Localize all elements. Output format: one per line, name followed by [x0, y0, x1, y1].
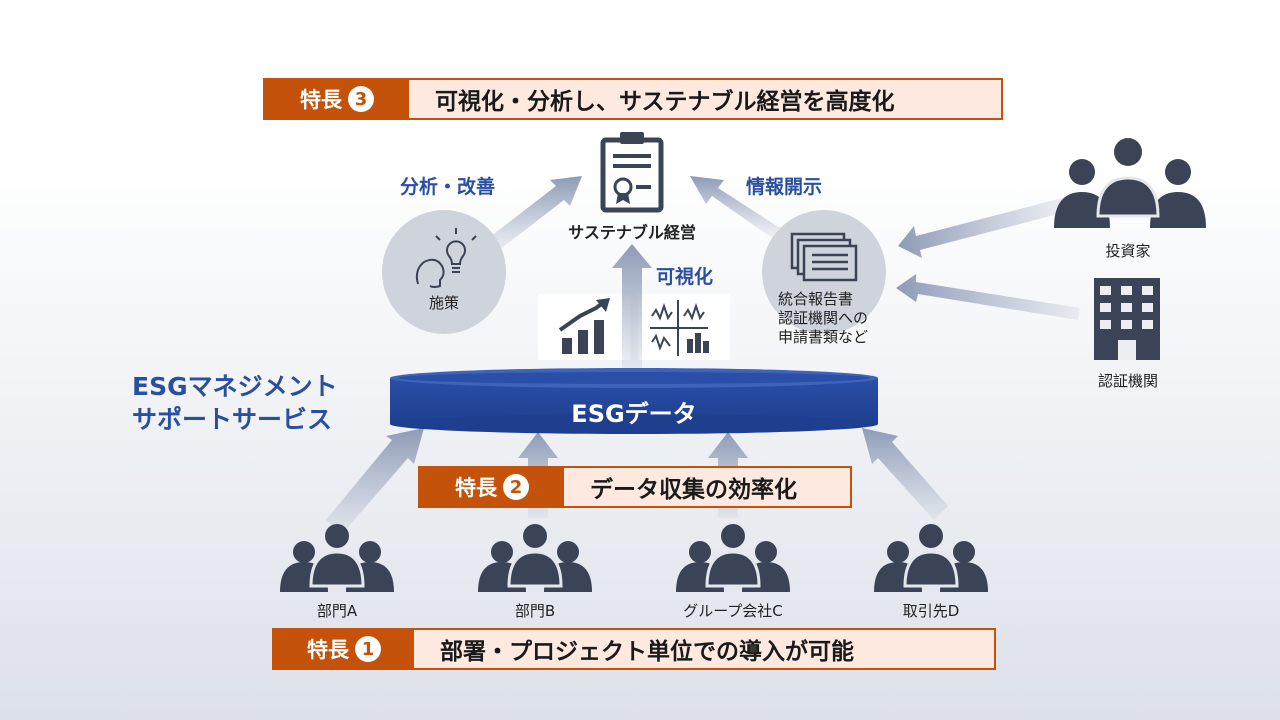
feature-3-number: 3 [348, 86, 374, 112]
clipboard-certificate-icon [600, 132, 664, 213]
service-name: ESGマネジメント サポートサービス [132, 370, 338, 436]
arrow-certifier [896, 274, 1080, 320]
source-label-c: グループ会社C [683, 602, 783, 620]
arrow-disclosure [690, 176, 780, 238]
feature-3-tag: 特長 3 [265, 80, 409, 118]
feature-1-banner: 特長 1 部署・プロジェクト単位での導入が可能 [272, 628, 996, 670]
feature-2-text: データ収集の効率化 [590, 477, 797, 503]
feature-1-tag-label: 特長 [307, 638, 349, 662]
arrow-source-a [326, 428, 424, 534]
measure-label: 施策 [428, 294, 459, 312]
feature-3-tag-label: 特長 [300, 88, 342, 112]
group-icon-d [874, 524, 988, 592]
report-line-2: 認証機関への [778, 309, 869, 327]
feature-1-number: 1 [355, 636, 381, 662]
group-icon-b [478, 524, 592, 592]
feature-1-text: 部署・プロジェクト単位での導入が可能 [440, 639, 854, 665]
feature-3-banner: 特長 3 可視化・分析し、サステナブル経営を高度化 [263, 78, 1003, 120]
source-label-d: 取引先D [902, 602, 960, 620]
disclosure-label: 情報開示 [746, 176, 823, 198]
feature-2-banner: 特長 2 データ収集の効率化 [418, 466, 852, 508]
report-line-3: 申請書類など [778, 328, 869, 346]
documents-icon [790, 232, 858, 282]
sustainable-management-label: サステナブル経営 [568, 223, 696, 242]
idea-person-icon [415, 228, 477, 288]
analytics-dashboard-icon [650, 300, 709, 356]
esg-data-cylinder [390, 368, 878, 434]
feature-2-tag-label: 特長 [455, 476, 497, 500]
arrow-visualize [612, 244, 652, 378]
source-label-a: 部門A [316, 602, 358, 620]
service-name-line-2: サポートサービス [132, 405, 333, 434]
arrow-source-d [862, 428, 948, 520]
group-icon-c [676, 524, 790, 592]
source-label-b: 部門B [514, 602, 556, 620]
feature-3-text: 可視化・分析し、サステナブル経営を高度化 [435, 89, 895, 115]
analysis-improvement-label: 分析・改善 [400, 176, 496, 198]
arrow-analysis [486, 176, 582, 254]
growth-chart-icon [558, 298, 610, 354]
building-icon [1094, 278, 1160, 360]
feature-1-tag: 特長 1 [274, 630, 414, 668]
report-line-1: 統合報告書 [778, 290, 854, 308]
visualize-label: 可視化 [656, 266, 714, 288]
esg-data-label: ESGデータ [571, 400, 697, 428]
feature-2-number: 2 [503, 474, 529, 500]
certifier-label: 認証機関 [1097, 372, 1158, 390]
investors-group-icon [1054, 138, 1206, 228]
arrow-investors [898, 198, 1066, 258]
group-icon-a [280, 524, 394, 592]
investors-label: 投資家 [1105, 242, 1151, 260]
feature-2-tag: 特長 2 [420, 468, 564, 506]
service-name-line-1: ESGマネジメント [132, 372, 338, 401]
